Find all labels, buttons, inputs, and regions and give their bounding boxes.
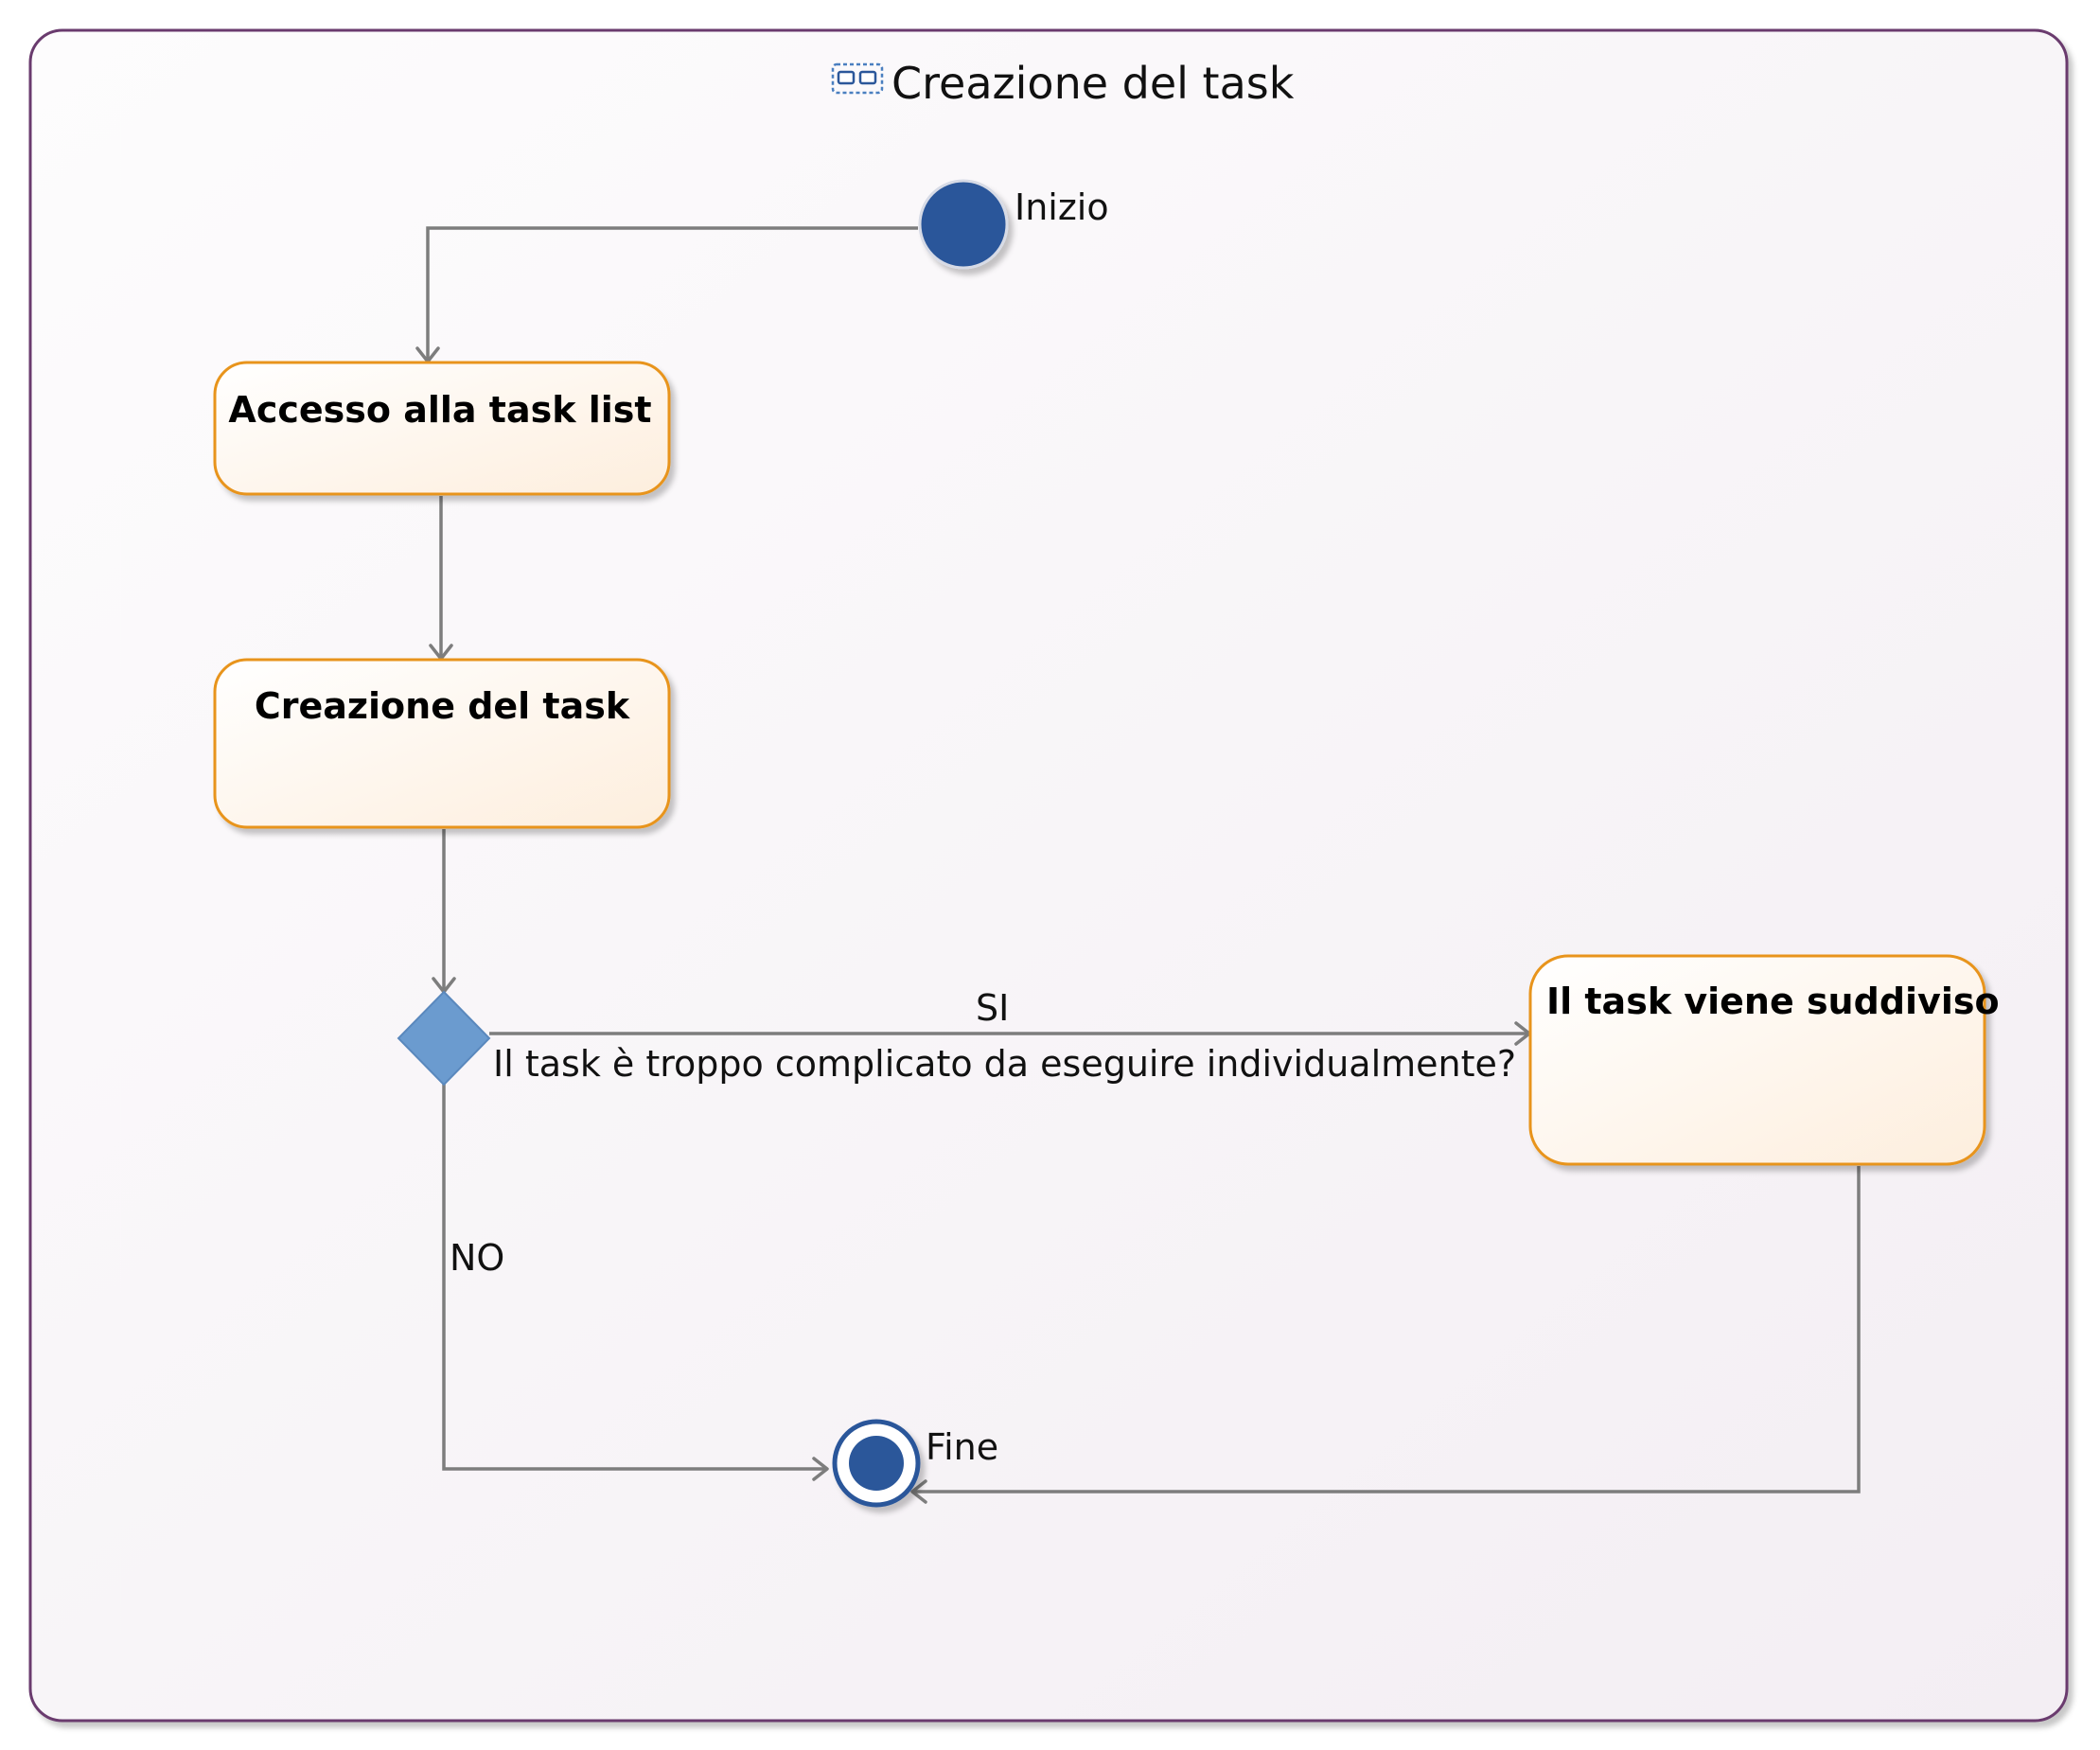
start-node[interactable] (918, 179, 1009, 270)
activity-split-label: Il task viene suddiviso (1546, 981, 2000, 1022)
edge-label-no: NO (450, 1237, 504, 1279)
activity-access-label: Accesso alla task list (228, 389, 651, 431)
diagram-title: Creazione del task (891, 58, 1295, 109)
decision-guard-label: Il task è troppo complicato da eseguire … (493, 1043, 1516, 1085)
decision-node[interactable] (397, 990, 491, 1087)
diagram-frame (28, 28, 2069, 1723)
end-node-label: Fine (926, 1426, 998, 1468)
edge-decision-to-end (442, 1084, 829, 1481)
edge-split-to-end (910, 1166, 1861, 1504)
start-node-label: Inizio (1015, 186, 1109, 228)
activity-task-split[interactable]: Il task viene suddiviso (1528, 954, 2000, 1166)
edge-label-si: SI (976, 987, 1009, 1029)
activity-access-task-list[interactable]: Accesso alla task list (213, 361, 671, 496)
end-node[interactable] (832, 1419, 921, 1508)
activity-frame-icon (831, 62, 884, 95)
activity-create-label: Creazione del task (255, 685, 630, 727)
activity-create-task[interactable]: Creazione del task (213, 658, 671, 829)
